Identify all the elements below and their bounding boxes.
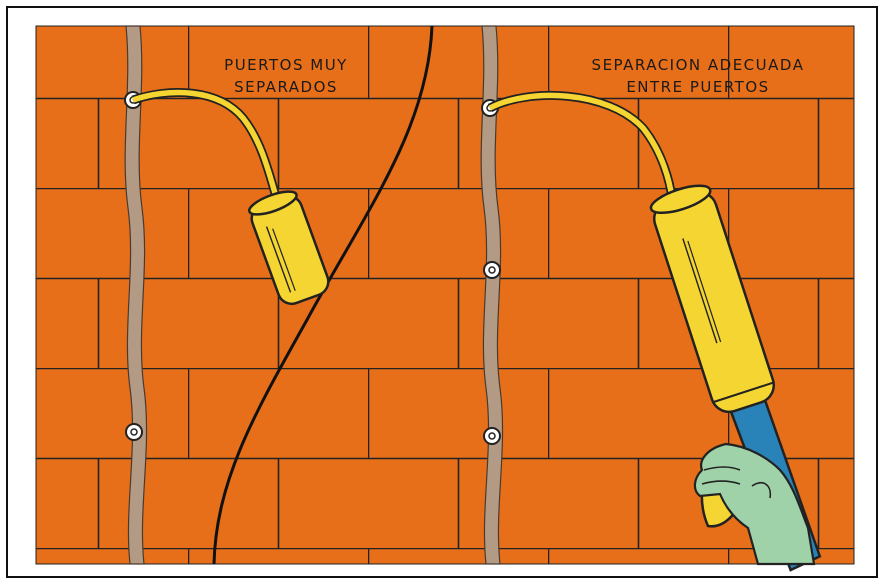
left-port-bottom bbox=[126, 424, 142, 440]
right-port-bottom bbox=[484, 428, 500, 444]
injection-ports-illustration: PUERTOS MUY SEPARADOS SEPARACION ADECUAD… bbox=[8, 8, 880, 580]
label-left-line2: SEPARADOS bbox=[234, 78, 338, 96]
label-right-line2: ENTRE PUERTOS bbox=[626, 78, 769, 96]
label-right-line1: SEPARACION ADECUADA bbox=[592, 56, 805, 74]
illustration-frame: PUERTOS MUY SEPARADOS SEPARACION ADECUAD… bbox=[6, 6, 878, 578]
right-port-middle bbox=[484, 262, 500, 278]
label-left-line1: PUERTOS MUY bbox=[224, 56, 348, 74]
